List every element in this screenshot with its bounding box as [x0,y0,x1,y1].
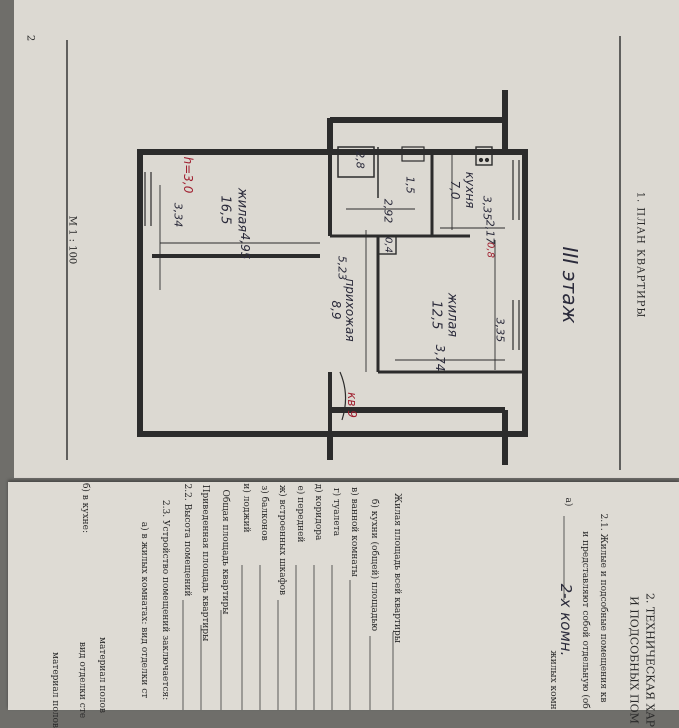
tech-fill-lines [182,516,565,710]
plan-page [14,0,679,478]
floor-plan-drawing [66,36,621,470]
tech-page [8,482,679,710]
